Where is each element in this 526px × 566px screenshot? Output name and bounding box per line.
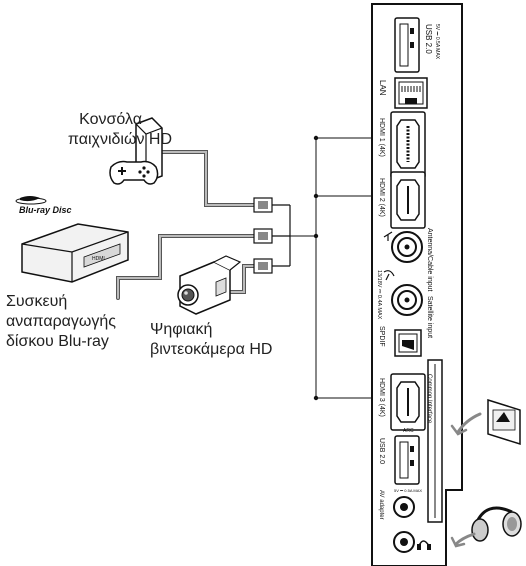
usb-port-1[interactable] xyxy=(394,17,420,73)
bluray-port-label: HDMI xyxy=(92,256,105,262)
satellite-rating-label: 13/18V ⎓ 0.4A MAX xyxy=(376,270,382,320)
bluray-label-line-1: Συσκευή xyxy=(6,293,68,310)
hdmi-cables xyxy=(116,150,256,300)
satellite-dish-icon xyxy=(383,270,395,281)
hdmi-1-label: HDMI 1 (4K) xyxy=(378,118,385,157)
arc-label: ARC xyxy=(403,428,414,434)
antenna-input[interactable] xyxy=(391,231,423,263)
tv-side-panel: USB 2.0 5V ⎓ 0.5A MAX LAN HDMI 1 (4K) HD… xyxy=(371,3,463,566)
lan-label: LAN xyxy=(378,80,387,96)
bluray-label-line-3: δίσκου Blu-ray xyxy=(6,333,109,350)
bluray-logo-text: Blu-ray Disc xyxy=(19,205,72,215)
console-label: Κονσόλα παιχνιδιών HD xyxy=(32,110,172,150)
game-controller-icon xyxy=(109,160,159,185)
bluray-logo-icon: Blu-ray Disc xyxy=(15,196,72,215)
camcorder-label-line-1: Ψηφιακή xyxy=(150,321,213,338)
av-adapter-jack[interactable] xyxy=(393,496,415,518)
hdmi-port-2[interactable] xyxy=(390,171,426,229)
usb-1-rating-label: 5V ⎓ 0.5A MAX xyxy=(434,24,440,60)
hdmi-port-3[interactable] xyxy=(390,373,426,431)
headphone-jack[interactable] xyxy=(393,531,415,553)
plug-leads xyxy=(272,204,291,267)
common-interface-slot[interactable] xyxy=(427,359,443,523)
spdif-label: SPDIF xyxy=(378,326,385,347)
card-insert-arrow-icon xyxy=(450,412,482,436)
bluray-label-line-2: αναπαραγωγής xyxy=(6,313,117,330)
bluray-player-label: Συσκευή αναπαραγωγής δίσκου Blu-ray xyxy=(6,292,146,352)
hdmi-port-1[interactable] xyxy=(390,111,426,179)
spdif-port[interactable] xyxy=(394,329,422,357)
ci-card-icon xyxy=(487,398,521,446)
connection-bracket xyxy=(290,137,372,399)
camcorder-label: Ψηφιακή βιντεοκάμερα HD xyxy=(150,320,320,360)
headphone-insert-arrow-icon xyxy=(450,532,476,548)
usb-2-label: USB 2.0 xyxy=(378,438,385,464)
antenna-symbol-icon xyxy=(383,231,393,241)
satellite-input[interactable] xyxy=(391,284,423,316)
antenna-label: Antenna/Cable input xyxy=(426,228,433,291)
camcorder-label-line-2: βιντεοκάμερα HD xyxy=(150,341,273,358)
console-label-line-2: παιχνιδιών HD xyxy=(67,131,172,148)
common-interface-label: Common Interface xyxy=(426,374,432,424)
bluray-player-icon: HDMI xyxy=(21,223,129,283)
lan-port[interactable] xyxy=(394,77,428,109)
usb-2-rating-label: 5V ⎓ 0.5A MAX xyxy=(394,488,422,493)
headphone-symbol-icon xyxy=(417,540,431,550)
console-label-line-1: Κονσόλα xyxy=(79,111,142,128)
satellite-label: Satellite input xyxy=(426,296,433,338)
usb-1-label: USB 2.0 xyxy=(424,24,433,54)
av-adapter-label: AV adapter xyxy=(378,490,384,520)
hdmi-plugs xyxy=(253,197,273,274)
headphones-icon xyxy=(471,506,522,542)
usb-port-2[interactable] xyxy=(394,435,420,485)
hdmi-3-label: HDMI 3 (4K) xyxy=(378,378,385,417)
camcorder-icon xyxy=(177,255,242,315)
bracket-dots xyxy=(313,135,319,401)
hdmi-2-label: HDMI 2 (4K) xyxy=(378,178,385,217)
